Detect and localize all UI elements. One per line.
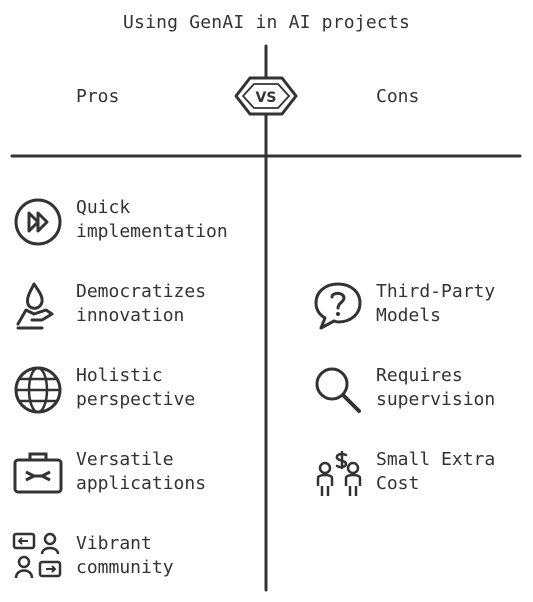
globe-icon	[14, 366, 62, 414]
page-title: Using GenAI in AI projects	[123, 12, 410, 33]
pros-item-label: Holistic perspective	[76, 365, 196, 410]
pros-item-label: Democratizes innovation	[76, 281, 207, 326]
people-exchange-icon	[12, 532, 62, 579]
cons-item-label: Small Extra Cost	[376, 449, 496, 494]
people-dollar-icon	[316, 450, 362, 496]
cons-item-label: Requires supervision	[376, 365, 496, 410]
fast-forward-icon	[14, 198, 62, 246]
vs-label: VS	[256, 90, 277, 106]
vs-badge: VS	[234, 76, 298, 116]
pros-heading: Pros	[76, 86, 120, 107]
pros-item-label: Versatile applications	[76, 449, 207, 494]
pros-item-label: Quick implementation	[76, 197, 228, 242]
question-bubble-icon	[314, 282, 362, 330]
hand-drop-icon	[16, 282, 54, 330]
cons-heading: Cons	[376, 86, 420, 107]
pros-item-label: Vibrant community	[76, 533, 174, 578]
magnifier-icon	[315, 367, 361, 413]
toolbox-icon	[13, 452, 63, 494]
cons-item-label: Third-Party Models	[376, 281, 496, 326]
